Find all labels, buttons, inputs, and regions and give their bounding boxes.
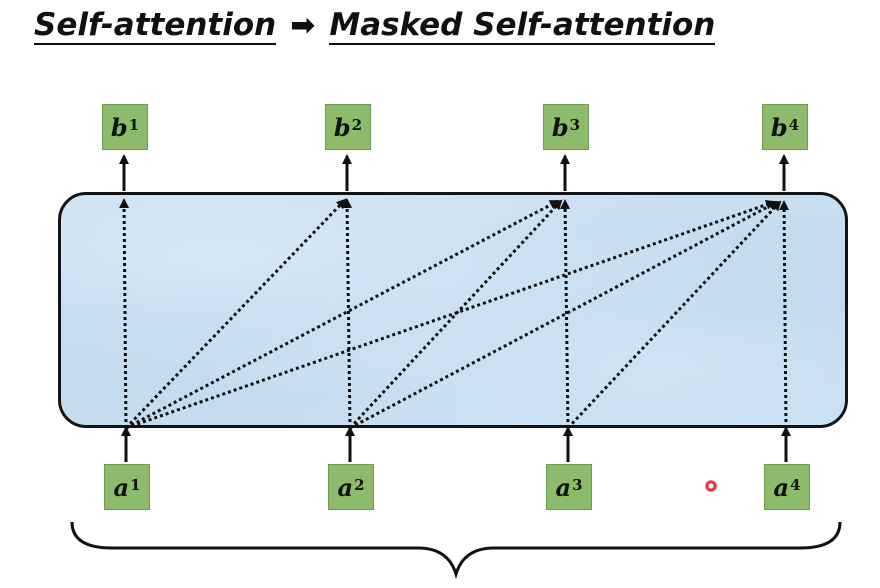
token-base: b [770, 112, 788, 142]
attn-a1-b4 [125, 199, 776, 430]
attn-a4-b4 [779, 200, 790, 429]
slide-title: Self-attention ➡ Masked Self-attention [34, 6, 716, 46]
token-base: a [773, 472, 790, 502]
right-arrow-icon: ➡ [290, 8, 316, 43]
token-index: 2 [351, 116, 363, 134]
token-index: 4 [790, 476, 801, 494]
title-masked-self-attention: Masked Self-attention [329, 6, 716, 45]
attn-a2-b2 [342, 198, 353, 429]
attn-a2-b3 [348, 199, 563, 430]
token-index: 4 [788, 116, 800, 134]
token-base: b [110, 112, 128, 142]
attn-a1-b1 [119, 198, 130, 429]
attn-a1-b2 [124, 198, 347, 430]
token-index: 2 [354, 476, 365, 494]
token-base: b [551, 112, 569, 142]
token-index: 3 [572, 476, 583, 494]
masked-self-attention-layer [58, 192, 848, 428]
attn-a1-b3 [125, 199, 560, 430]
title-self-attention: Self-attention [34, 6, 277, 45]
token-base: b [333, 112, 351, 142]
token-index: 1 [130, 476, 141, 494]
token-base: a [555, 472, 572, 502]
attn-a3-b4 [566, 200, 782, 430]
token-index: 3 [569, 116, 581, 134]
input-brace [70, 521, 842, 580]
token-base: a [113, 472, 130, 502]
token-base: a [337, 472, 354, 502]
token-index: 1 [128, 116, 140, 134]
attn-a3-b3 [560, 199, 571, 429]
pointer-dot-icon [705, 480, 717, 492]
attn-a2-b4 [349, 200, 779, 430]
